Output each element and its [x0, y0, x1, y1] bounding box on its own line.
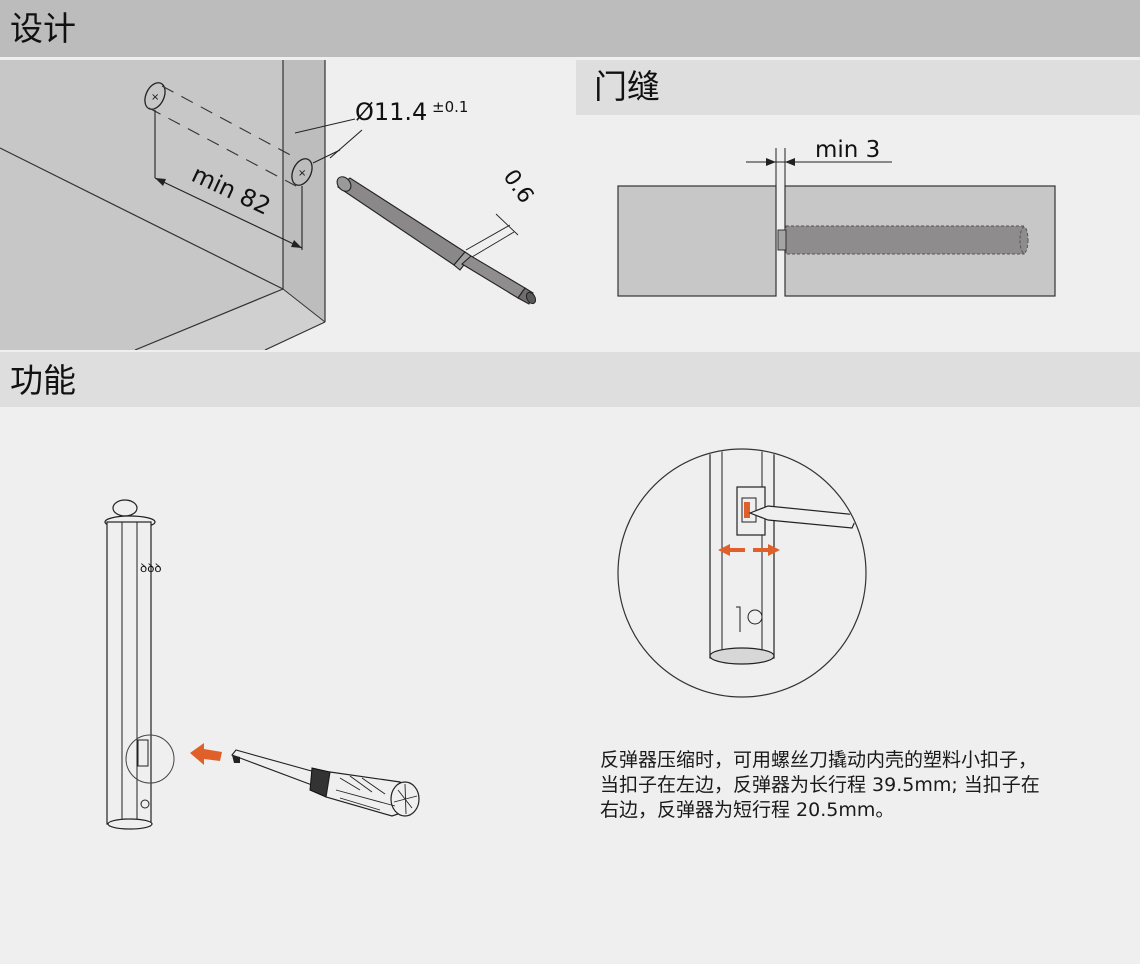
gap-drawing-panel: min 3 [576, 118, 1140, 350]
door-panel-left [617, 185, 777, 297]
description-line: 右边，反弹器为短行程 20.5mm。 [600, 799, 895, 821]
cabinet-bottom-face [135, 289, 325, 350]
right-arrow-icon [753, 544, 780, 556]
design-drawing: × × min 82 Ø11.4 ±0.1 0.6 [0, 60, 539, 350]
pushlatch-body-icon: ꝺꝺꝺ [104, 499, 162, 830]
svg-text:×: × [151, 92, 159, 103]
hole-entry-icon [144, 82, 166, 110]
gap-title: 门缝 [594, 67, 660, 106]
function-description: 反弹器压缩时，可用螺丝刀撬动内壳的塑料小扣子， 当扣子在左边，反弹器为长行程 3… [600, 748, 1080, 823]
svg-text:ꝺꝺꝺ: ꝺꝺꝺ [140, 561, 162, 575]
detail-zoom-icon [617, 448, 867, 698]
cabinet-side-face [0, 60, 283, 350]
rod-in-cabinet-icon [785, 225, 1025, 255]
hole-exit-icon [291, 158, 313, 186]
diameter-label: Ø11.4 [355, 98, 427, 126]
screwdriver-icon [231, 749, 420, 817]
function-panel: ꝺꝺꝺ [0, 410, 1140, 964]
cabinet-front-edge [283, 60, 325, 322]
description-line: 反弹器压缩时，可用螺丝刀撬动内壳的塑料小扣子， [600, 749, 1038, 771]
push-rod-icon [336, 176, 537, 305]
gap-drawing: min 3 [617, 137, 1056, 297]
description-line: 当扣子在左边，反弹器为长行程 39.5mm; 当扣子在 [600, 774, 1040, 796]
detail-marker-circle [125, 734, 175, 784]
tolerance-label: ±0.1 [432, 98, 468, 116]
function-header: 功能 [0, 352, 1140, 407]
design-drawing-panel: × × min 82 Ø11.4 ±0.1 0.6 [0, 60, 573, 350]
function-title: 功能 [10, 361, 76, 400]
design-title: 设计 [10, 9, 76, 48]
gap-header: 门缝 [576, 60, 1140, 115]
design-header: 设计 [0, 0, 1140, 57]
step-dimension-label: 0.6 [498, 165, 539, 208]
insert-arrow-icon [190, 743, 222, 765]
svg-text:×: × [298, 168, 306, 179]
gap-dimension-label: min 3 [815, 137, 880, 163]
left-arrow-icon [718, 544, 745, 556]
function-drawing: ꝺꝺꝺ [104, 448, 867, 830]
